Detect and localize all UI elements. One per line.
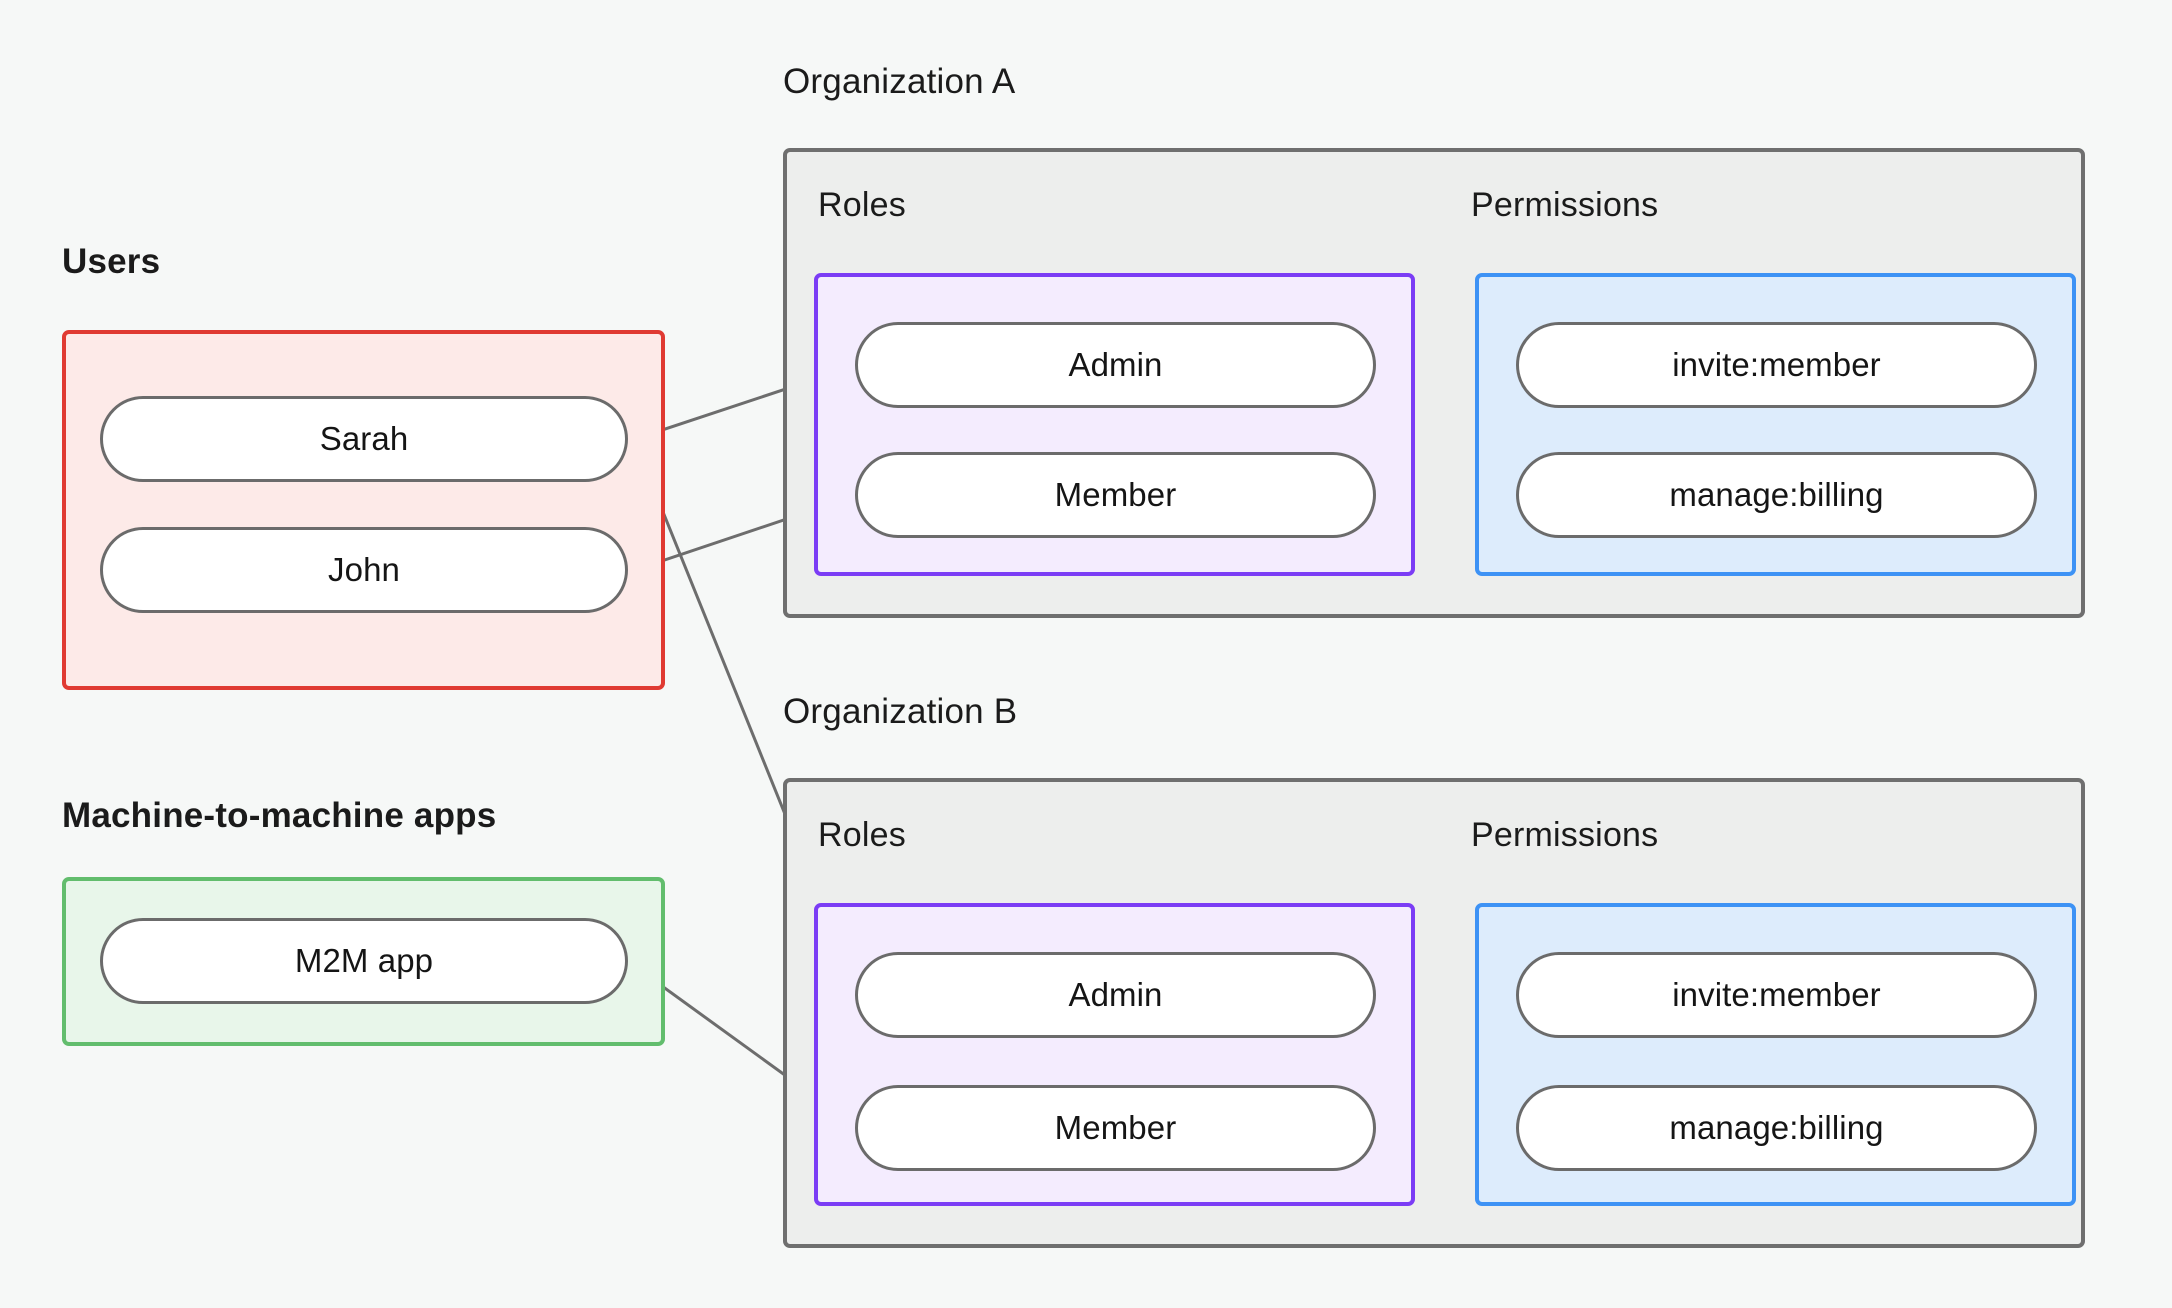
org-a-role-admin[interactable]: Admin (855, 322, 1376, 408)
node-sarah[interactable]: Sarah (100, 396, 628, 482)
org-a-permission-invite-member[interactable]: invite:member (1516, 322, 2037, 408)
org-a-role-member[interactable]: Member (855, 452, 1376, 538)
org-b-role-admin[interactable]: Admin (855, 952, 1376, 1038)
m2m-group-label: Machine-to-machine apps (62, 796, 497, 835)
org-b-permissions-label: Permissions (1471, 816, 1659, 854)
org-b-permission-manage-billing[interactable]: manage:billing (1516, 1085, 2037, 1171)
org-b-permission-invite-member[interactable]: invite:member (1516, 952, 2037, 1038)
org-a-roles-label: Roles (818, 186, 906, 224)
org-b-roles-label: Roles (818, 816, 906, 854)
node-john[interactable]: John (100, 527, 628, 613)
users-group-label: Users (62, 242, 161, 281)
org-a-title: Organization A (783, 62, 1016, 101)
users-group-frame (62, 330, 665, 690)
org-b-role-member[interactable]: Member (855, 1085, 1376, 1171)
org-b-title: Organization B (783, 692, 1018, 731)
org-a-permissions-label: Permissions (1471, 186, 1659, 224)
org-a-permission-manage-billing[interactable]: manage:billing (1516, 452, 2037, 538)
node-m2m-app[interactable]: M2M app (100, 918, 628, 1004)
